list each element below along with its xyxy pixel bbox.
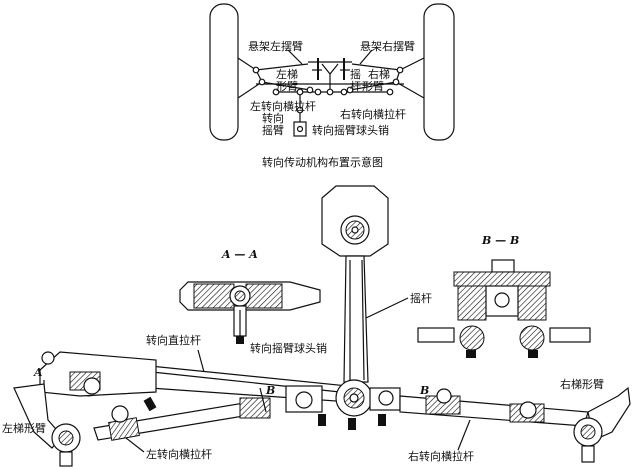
section-mark-a: A — [33, 366, 43, 379]
steering-arm-label-1: 转向 — [262, 111, 284, 125]
section-mark-b-left: B — [265, 384, 275, 397]
right-wheel — [423, 3, 455, 141]
left-trapezoid-arm-label-1: 左梯 — [276, 68, 298, 81]
left-tie-rod-label: 左转向横拉杆 — [250, 99, 316, 113]
section-aa-title: A — A — [221, 248, 258, 261]
rocker-pre-label-2: 杆 — [350, 79, 361, 93]
rocker-arm-assembly: 摇杆 — [321, 185, 432, 383]
layout-caption: 转向传动机构布置示意图 — [262, 155, 383, 169]
drag-link-label: 转向直拉杆 — [146, 333, 201, 347]
right-tie-rod-label: 右转向横拉杆 — [408, 449, 474, 463]
right-tie-rod: B 右转向横拉杆 — [399, 384, 589, 463]
center-pivot — [285, 379, 401, 430]
steering-arm-label-2: 摇臂 — [262, 123, 284, 137]
section-bb: B — B — [417, 234, 591, 358]
right-tie-rod-label: 右转向横拉杆 — [340, 107, 406, 121]
layout-schematic: 悬架左摆臂 悬架右摆臂 左梯 形臂 摇 杆 右梯 形臂 左转向横拉杆 右转向横拉… — [209, 3, 455, 169]
right-trapezoid-arm-label-1: 右梯 — [368, 67, 390, 81]
left-trapezoid-arm-label: 左梯形臂 — [2, 422, 46, 435]
section-aa: A — A 转向摇臂球头销 — [179, 248, 327, 355]
right-trapezoid-arm-label: 右梯形臂 — [560, 377, 604, 391]
right-suspension-arm-label: 悬架右摆臂 — [360, 39, 415, 53]
left-tie-rod: 左转向横拉杆 B — [93, 384, 275, 461]
right-steering-knuckle: 右梯形臂 — [560, 377, 631, 463]
right-trapezoid-arm-label-2: 形臂 — [362, 80, 384, 93]
section-bb-title: B — B — [481, 234, 519, 247]
left-tie-rod-label: 左转向横拉杆 — [146, 447, 212, 461]
left-suspension-arm-label: 悬架左摆臂 — [248, 39, 303, 53]
rocker-pre-label-1: 摇 — [350, 67, 361, 81]
left-steering-knuckle: 左梯形臂 — [2, 383, 81, 467]
rocker-ball-pin-label-top: 转向摇臂球头销 — [312, 123, 389, 137]
left-trapezoid-arm-label-2: 形臂 — [276, 80, 298, 93]
drag-link: 转向直拉杆 A — [33, 333, 351, 403]
left-wheel — [209, 3, 239, 141]
rocker-ball-pin-label: 转向摇臂球头销 — [250, 341, 327, 355]
rocker-arm-label: 摇杆 — [410, 291, 432, 305]
section-mark-b-right: B — [419, 384, 429, 397]
